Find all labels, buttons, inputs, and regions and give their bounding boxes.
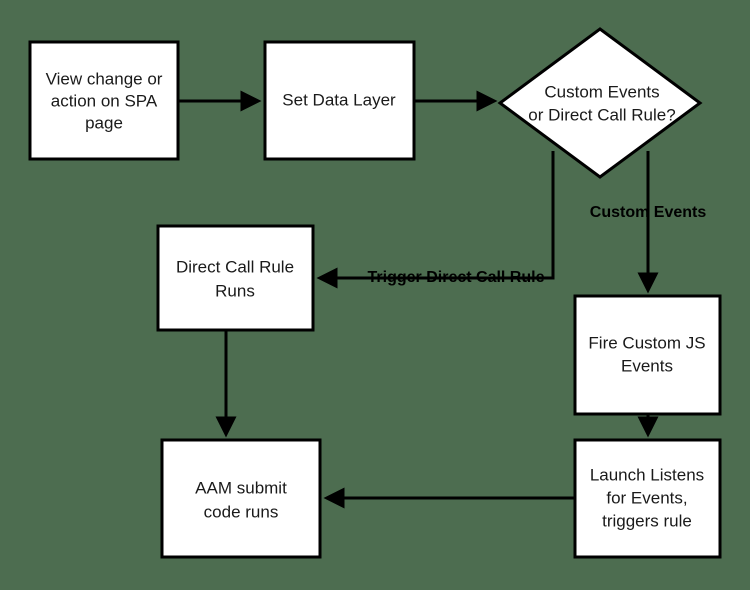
node-set-data-layer[interactable]: Set Data Layer [263, 40, 416, 161]
edge-label-trigger-direct-call-rule: Trigger Direct Call Rule [368, 269, 545, 286]
node-view-change[interactable]: View change or action on SPA page [28, 40, 180, 161]
node-view-change-shape [28, 40, 180, 161]
node-launch-listens-line-3: triggers rule [602, 511, 692, 530]
node-fire-custom-js-events-shape [573, 294, 722, 416]
node-direct-call-rule-runs-shape [156, 224, 315, 332]
node-launch-listens[interactable]: Launch Listens for Events, triggers rule [573, 438, 722, 559]
node-direct-call-rule-runs-line-2: Runs [215, 281, 255, 300]
node-launch-listens-line-2: for Events, [606, 488, 687, 507]
node-set-data-layer-shape [263, 40, 416, 161]
edge-decision-to-direct-call-rule-runs [316, 151, 555, 289]
node-view-change-line-3: page [85, 113, 123, 132]
node-aam-submit-line-1: AAM submit [195, 478, 287, 497]
node-decision-shape [497, 27, 703, 179]
edge-label-custom-events: Custom Events [590, 204, 707, 221]
node-view-change-line-2: action on SPA [51, 91, 158, 110]
node-direct-call-rule-runs[interactable]: Direct Call Rule Runs [156, 224, 315, 332]
node-launch-listens-shape [573, 438, 722, 559]
node-aam-submit-shape [160, 438, 322, 559]
node-aam-submit-line-2: code runs [204, 502, 279, 521]
node-direct-call-rule-runs-line-1: Direct Call Rule [176, 257, 294, 276]
node-set-data-layer-line-1: Set Data Layer [282, 90, 396, 109]
node-aam-submit[interactable]: AAM submit code runs [160, 438, 322, 559]
node-fire-custom-js-events[interactable]: Fire Custom JS Events [573, 294, 722, 416]
node-decision[interactable]: Custom Events or Direct Call Rule? [497, 27, 703, 179]
node-fire-custom-js-events-line-2: Events [621, 356, 673, 375]
node-decision-line-1: Custom Events [544, 82, 659, 101]
node-decision-line-2: or Direct Call Rule? [528, 105, 675, 124]
node-fire-custom-js-events-line-1: Fire Custom JS [588, 333, 705, 352]
node-launch-listens-line-1: Launch Listens [590, 465, 704, 484]
node-view-change-line-1: View change or [46, 69, 163, 88]
